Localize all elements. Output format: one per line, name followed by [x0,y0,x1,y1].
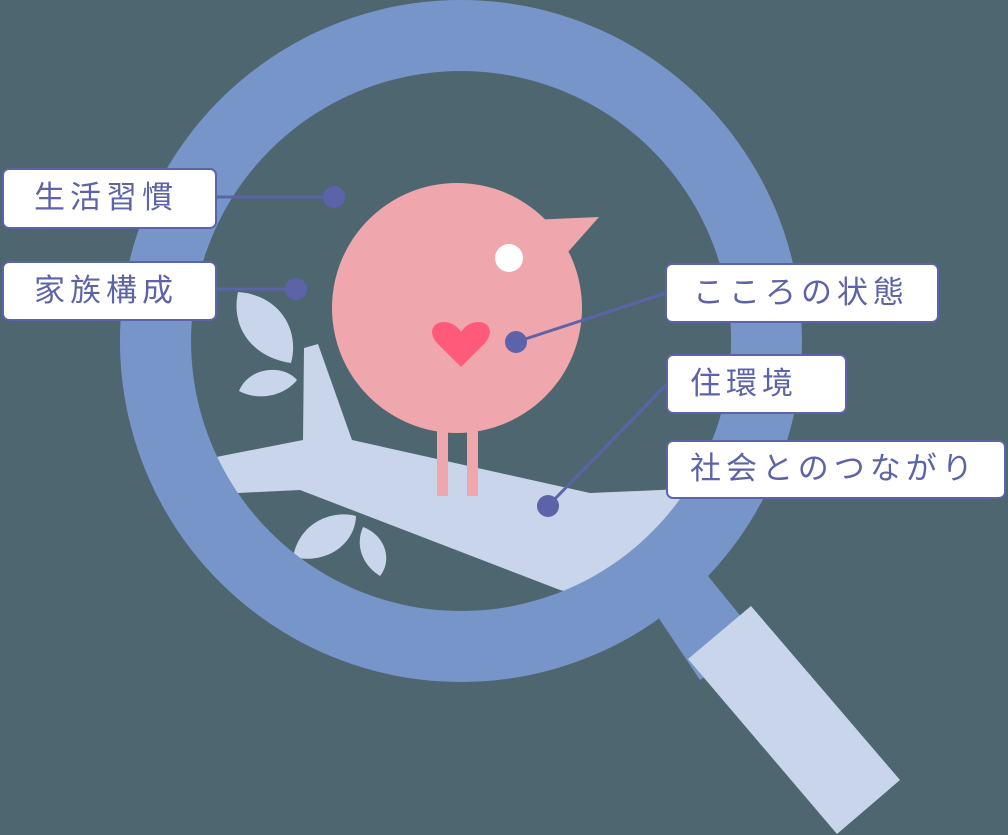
lens-scene [189,292,733,613]
label-social-connection: 社会とのつながり [666,440,1006,499]
branch-icon [189,344,733,613]
label-text: こころの状態 [693,274,909,311]
eye [495,244,523,272]
label-lifestyle: 生活習慣 [2,168,217,229]
label-text: 社会とのつながり [690,451,978,487]
label-text: 住環境 [690,365,798,402]
magnifier-handle [688,606,900,834]
label-family-structure: 家族構成 [2,261,217,321]
heart-icon [432,322,490,367]
label-text: 家族構成 [34,272,178,309]
connectors [216,186,670,517]
label-text: 生活習慣 [34,180,178,216]
label-housing-environment: 住環境 [666,354,847,414]
leaf-icon [359,527,387,576]
leaf-icon [293,514,356,559]
leaf-icon [239,369,297,397]
bird-icon [332,183,599,496]
leaf-icon [236,292,294,363]
label-mental-state: こころの状態 [665,263,939,323]
